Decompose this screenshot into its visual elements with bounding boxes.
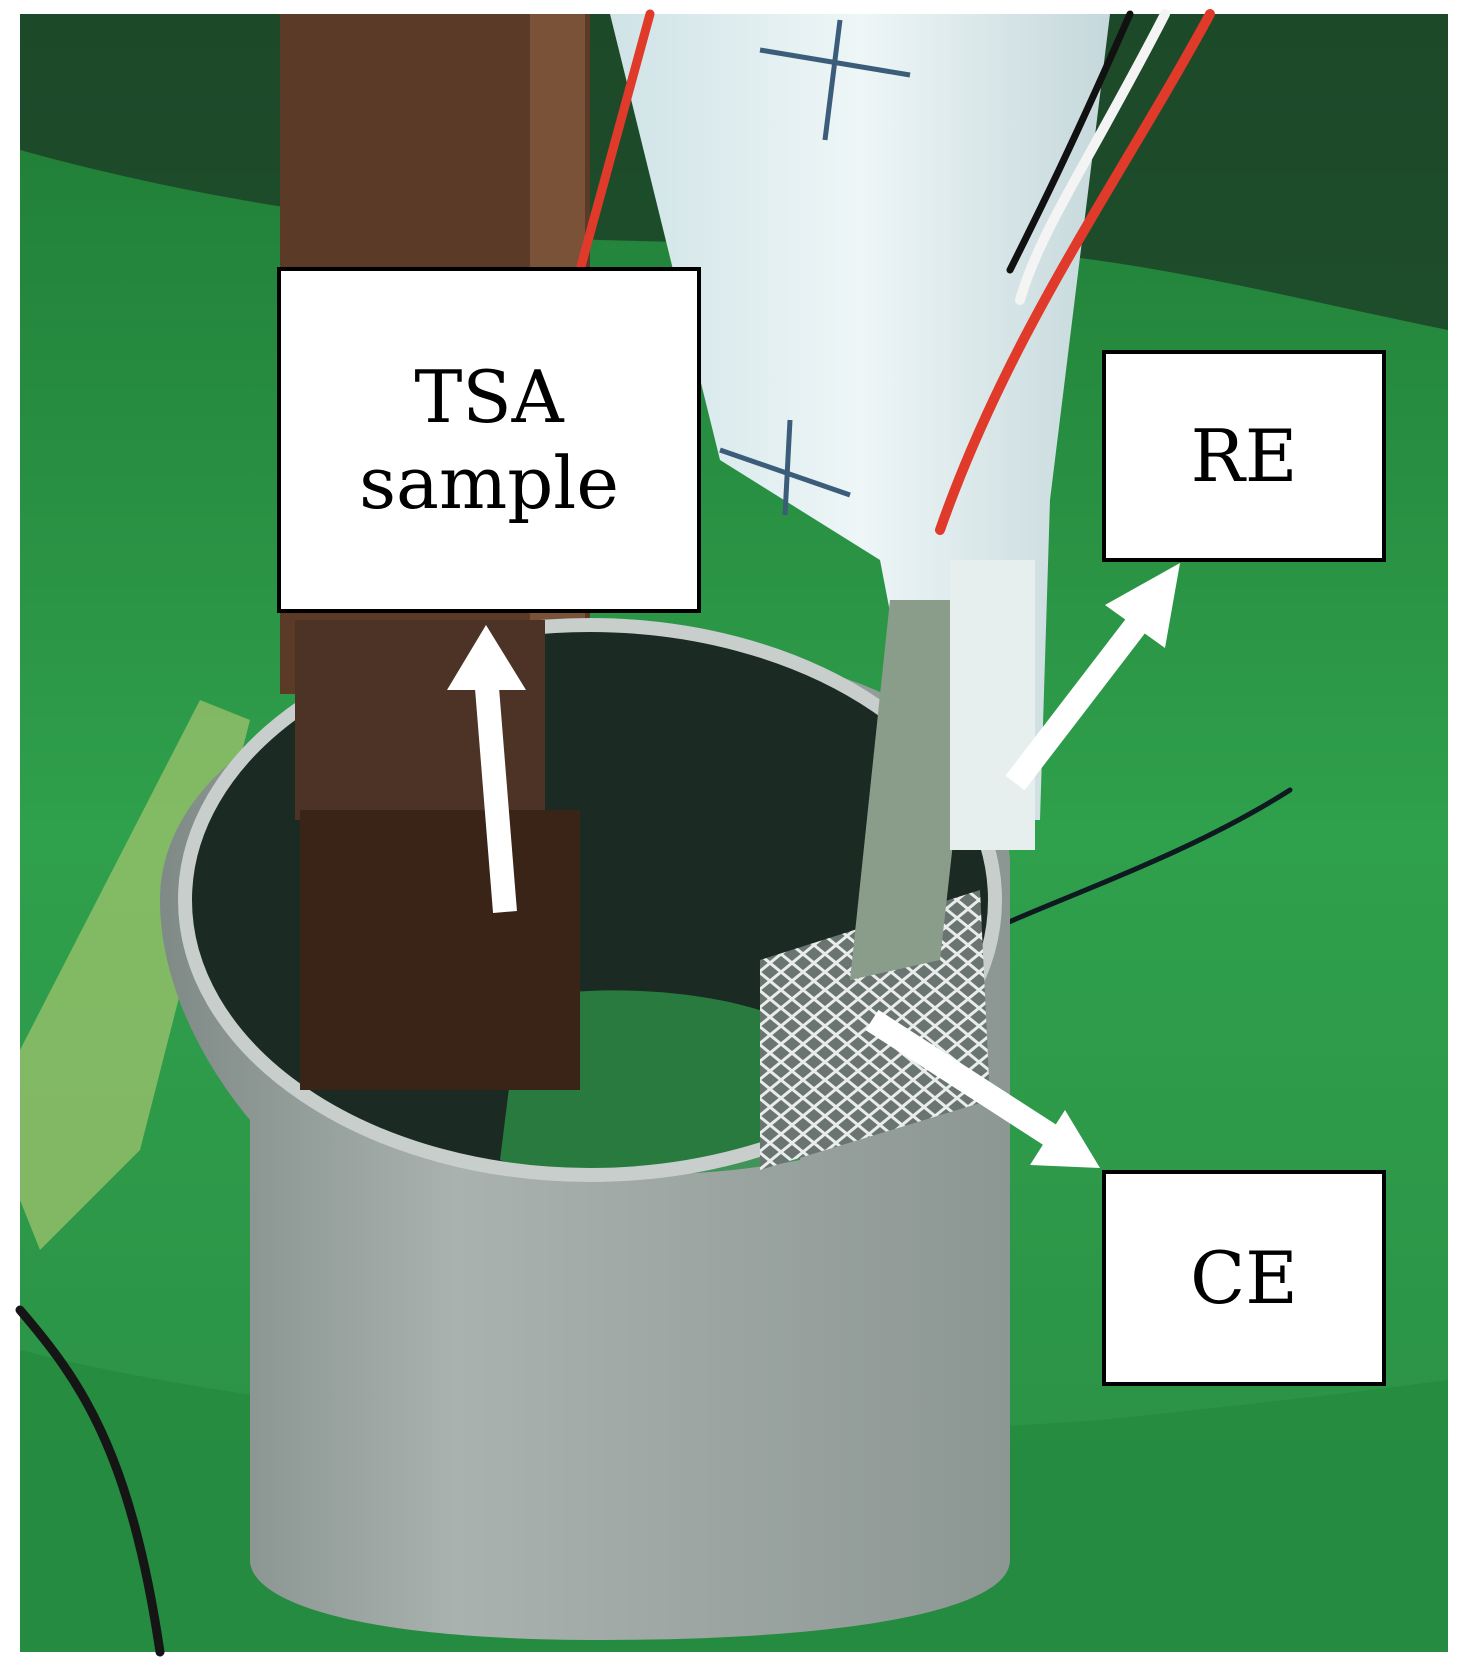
tsa-sample-lower [300,810,580,1090]
tsa-label-line1: TSA [414,354,564,439]
white-pipe-bottom [950,560,1035,850]
tsa-sample-label: TSA sample [277,267,701,613]
ce-arrow-shaft [865,1009,1057,1146]
ce-label: CE [1102,1170,1386,1386]
re-arrow-shaft [1005,612,1150,791]
re-label-text: RE [1190,413,1298,498]
gray-cell-rim [178,618,1002,1182]
ce-arrow-head [1030,1110,1100,1168]
arrows [447,563,1180,1168]
ce-label-text: CE [1190,1235,1298,1320]
tsa-arrow-shaft [475,687,517,913]
re-label: RE [1102,350,1386,562]
tsa-arrow-head [447,625,526,690]
re-electrode-strip [850,600,980,980]
pipe-markings [719,19,911,516]
tsa-sample-block [295,620,545,820]
tsa-label-line2: sample [359,441,619,525]
re-arrow-head [1105,563,1180,648]
